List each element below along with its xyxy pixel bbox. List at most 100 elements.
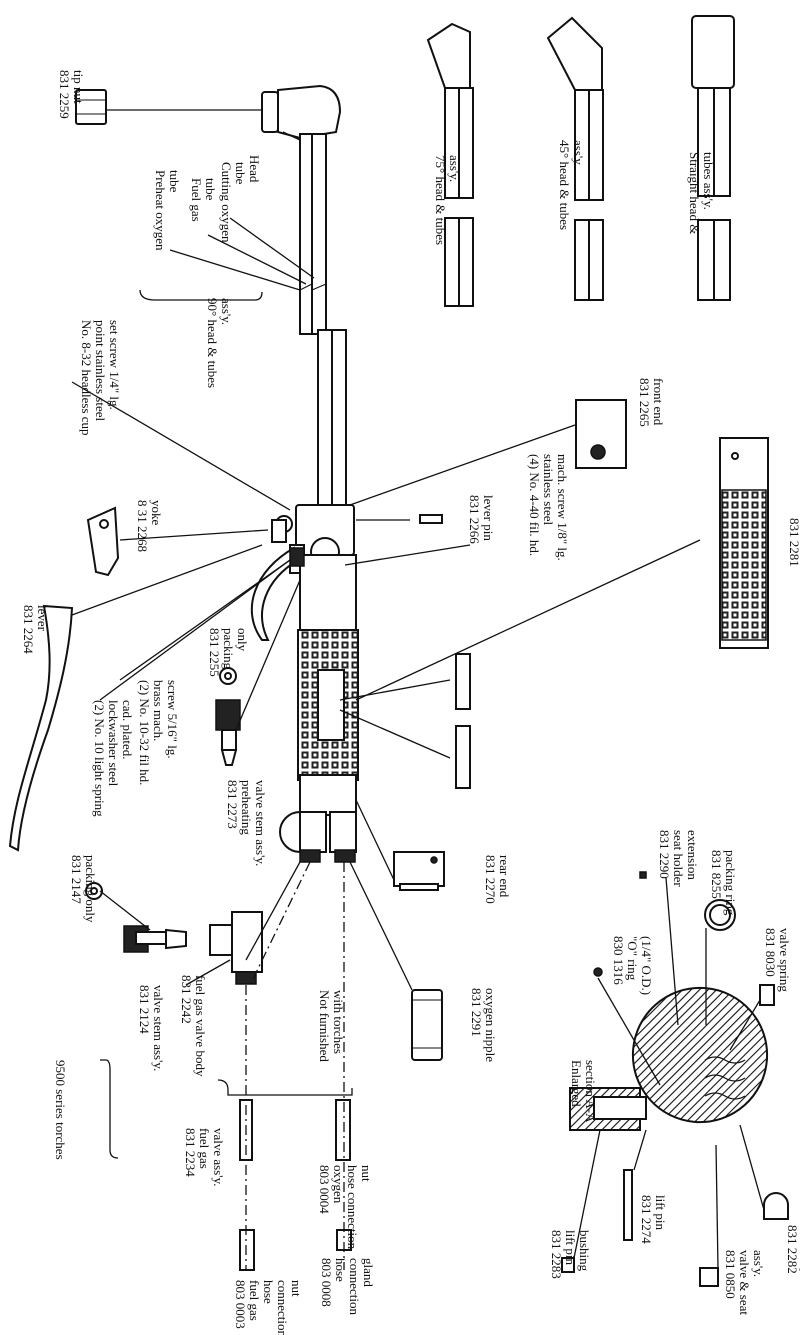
lever-line: lever <box>35 605 50 632</box>
head-90-line: 90° head & tubes <box>205 298 220 388</box>
packing-2147-line: 831 2147 <box>69 855 84 904</box>
label-fuel-valve-body: 831 2242fuel gas valve body <box>179 975 208 1077</box>
lift-pin-line: 831 2274 <box>639 1195 654 1244</box>
not-furnished-line: with torches <box>331 990 346 1054</box>
mach-screw-line: (4) No. 4-40 fil. hd. <box>527 454 542 556</box>
label-fuel-gas-tube: Fuel gastube <box>189 178 218 222</box>
label-fuel-valve-assy: 831 2234fuel gasvalve ass'y. <box>183 1128 226 1187</box>
label-fuel-hose-nut: 803 0003fuel gashoseconnectionnut <box>233 1280 304 1335</box>
head-75-line: 75° head & tubes <box>433 155 448 245</box>
fuel-hose-nut-line: connection <box>275 1280 290 1335</box>
head-45-assembly <box>546 16 604 301</box>
label-head-45: 45° head & tubesass'y. <box>557 140 586 230</box>
label-packing-2255: 831 2255packingonly <box>207 628 250 677</box>
o-ring-line: 830 1316 <box>611 936 626 985</box>
packing-2255-line: only <box>235 628 250 652</box>
rear-end-line: 831 2270 <box>483 855 498 904</box>
front-end-line: 831 2265 <box>637 378 652 427</box>
head-line: Head <box>247 155 262 183</box>
mach-screw-line: mach. screw 1/8" lg. <box>555 454 570 561</box>
fuel-hose-nut-line: fuel gas <box>247 1280 262 1321</box>
fuel-valve-assy-line: 831 2234 <box>183 1128 198 1177</box>
fuel-valve-assy-line: valve ass'y. <box>211 1128 226 1187</box>
head-75-assembly <box>426 22 474 307</box>
fuel-gas-tube-line: Fuel gas <box>189 178 204 222</box>
label-valve-seat: 831 0850valve & seatass'y. <box>723 1250 766 1315</box>
label-packing-2147: 831 2147packing only <box>69 855 98 923</box>
lever-pin-part <box>419 514 443 524</box>
packing-ring-line: 831 8255 <box>709 850 724 899</box>
head-straight-line: tubes ass'y. <box>701 152 716 210</box>
seat-holder-line: seat holder <box>671 830 686 887</box>
yoke-part <box>86 506 120 577</box>
label-valve-spring: 831 8030valve spring <box>763 928 792 992</box>
brass-screw-line: screw 5/16" lg. <box>165 680 180 759</box>
label-o-ring: 830 1316"O" ring(1/4" O.D.) <box>611 936 654 995</box>
lever-pin-line: 831 2266 <box>467 495 482 544</box>
seat-holder-line: extension <box>685 830 700 880</box>
label-brass-screw: (2) No. 10-32 fil hd.brass mach.screw 5/… <box>137 680 180 785</box>
label-rear-end: 831 2270rear end <box>483 855 512 904</box>
head-straight-line: Straight head & <box>687 152 702 234</box>
lever-line: 831 2264 <box>21 605 36 654</box>
preheat-valve-line: valve stem ass'y. <box>253 780 268 866</box>
oxygen-nipple-line: 831 2291 <box>469 988 484 1037</box>
fuel-valve-stem-line: 831 2124 <box>137 985 152 1034</box>
oxygen-hose-nut-line: 803 0004 <box>317 1165 332 1214</box>
front-end-part <box>575 399 627 469</box>
torch-body <box>250 329 359 863</box>
head-45-line: 45° head & tubes <box>557 140 572 230</box>
oxygen-nipple-line: oxygen nipple <box>483 988 498 1062</box>
set-screw-line: point stainless steel <box>93 320 108 421</box>
packing-2147 <box>85 882 103 900</box>
packing-2147-line: packing only <box>83 855 98 923</box>
hose-nuts <box>239 1099 352 1271</box>
packing-2255 <box>219 667 237 685</box>
label-lift-pin: 831 2274lift pin <box>639 1195 668 1244</box>
hose-gland-line: 803 0008 <box>319 1258 334 1307</box>
lift-pin-line: lift pin <box>653 1195 668 1231</box>
label-packing-ring: 831 8255packing ring <box>709 850 738 916</box>
label-oxygen-nipple: 831 2291oxygen nipple <box>469 988 498 1062</box>
preheat-oxygen-tube-line: Preheat oxygen <box>153 170 168 251</box>
label-valve-cap: 831 2282valve cap <box>785 1225 800 1274</box>
oxygen-hose-nut-line: hose connection <box>345 1165 360 1250</box>
label-head-75: 75° head & tubesass'y. <box>433 155 462 245</box>
label-series: 9500 series torches <box>53 1060 68 1160</box>
preheat-oxygen-tube-line: tube <box>167 170 182 193</box>
front-end-line: front end <box>651 378 666 426</box>
lever-pin-line: lever pin <box>481 495 496 541</box>
fuel-hose-nut-line: hose <box>261 1280 276 1304</box>
yoke-line: 8 31 2268 <box>135 500 150 552</box>
head-75-line: ass'y. <box>447 155 462 182</box>
packing-2255-line: 831 2255 <box>207 628 222 677</box>
fuel-valve-body-line: fuel gas valve body <box>193 975 208 1077</box>
fuel-valve-stem-line: valve stem ass'y. <box>151 985 166 1071</box>
label-head-90: 90° head & tubesass'y. <box>205 298 234 388</box>
seat-holder-line: 831 2290 <box>657 830 672 879</box>
rear-end-part <box>393 851 445 891</box>
label-lockwasher: (2) No. 10 light springlockwasher steelc… <box>92 700 135 817</box>
oxygen-hose-nut-line: nut <box>359 1165 374 1182</box>
head-90-line: ass'y. <box>219 298 234 325</box>
inner-pins <box>455 653 471 789</box>
o-ring-line: (1/4" O.D.) <box>639 936 654 995</box>
head-45-line: ass'y. <box>571 140 586 167</box>
lever-part <box>8 604 74 852</box>
fuel-hose-nut-line: nut <box>289 1280 304 1297</box>
not-furnished-line: Not furnished <box>317 990 332 1062</box>
lift-pin-bushing-line: bushing <box>577 1230 592 1272</box>
o-ring-line: "O" ring <box>625 936 640 981</box>
rear-end-line: rear end <box>497 855 512 898</box>
lift-pin-bushing-line: 831 2283 <box>549 1230 564 1279</box>
fuel-valve-body-line: 831 2242 <box>179 975 194 1024</box>
label-mach-screw: (4) No. 4-40 fil. hd.stainless steelmach… <box>527 454 570 561</box>
oxygen-hose-nut-line: oxygen <box>331 1165 346 1204</box>
label-lever-pin: 831 2266lever pin <box>467 495 496 544</box>
fuel-gas-tube-line: tube <box>203 178 218 201</box>
label-section: Enlargedsection A-A <box>569 1060 598 1123</box>
lift-pin-bushing-line: lift pin <box>563 1230 578 1266</box>
label-preheat-oxygen-tube: Preheat oxygentube <box>153 170 182 251</box>
label-preheat-valve: 831 2273preheatingvalve stem ass'y. <box>225 780 268 866</box>
